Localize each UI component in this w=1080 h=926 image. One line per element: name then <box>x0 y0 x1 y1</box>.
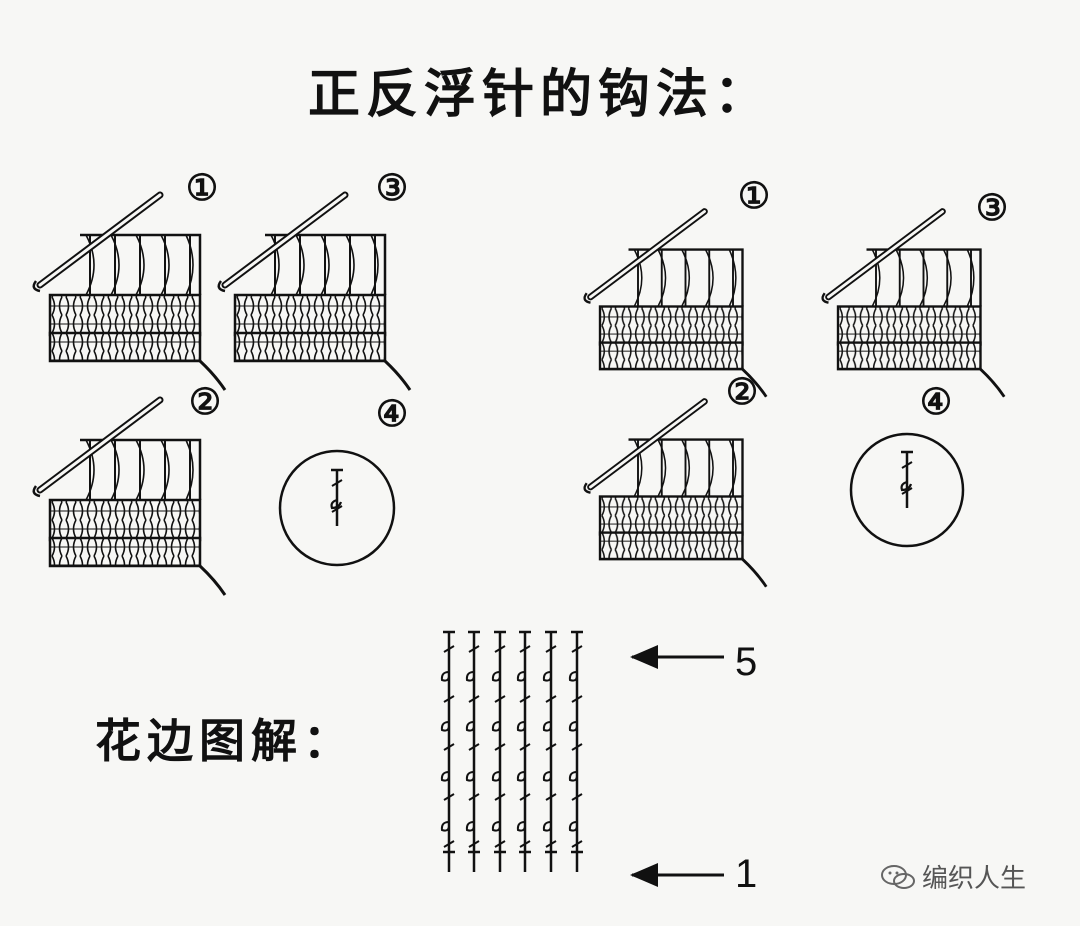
left-step-4-symbol-circle <box>278 449 396 567</box>
row-label-bottom: 1 <box>735 852 758 896</box>
right-step-1-badge: ① <box>737 175 771 216</box>
row-label-top: 5 <box>735 640 758 684</box>
watermark-text: 编织人生 <box>922 864 1027 894</box>
stitch-chart <box>440 630 585 874</box>
right-step-3-illustration <box>823 212 1005 397</box>
left-step-3-badge: ③ <box>375 167 409 208</box>
left-step-3-illustration <box>219 195 410 390</box>
left-step-2-badge: ② <box>188 381 222 422</box>
left-step-2-illustration <box>34 400 225 595</box>
watermark: 编织人生 <box>880 858 1026 895</box>
right-step-4-symbol-circle <box>849 432 965 548</box>
left-step-1-badge: ① <box>185 167 219 208</box>
row-1-arrow <box>630 863 724 887</box>
left-step-1-illustration <box>34 195 225 390</box>
right-step-2-illustration <box>585 402 767 587</box>
left-step-4-badge: ④ <box>375 393 409 434</box>
pattern-chart-label: 花边图解： <box>95 714 355 768</box>
right-step-2-badge: ② <box>725 371 759 412</box>
right-step-1-illustration <box>585 212 767 397</box>
row-5-arrow <box>630 645 724 669</box>
right-step-3-badge: ③ <box>975 187 1009 228</box>
page-title: 正反浮针的钩法： <box>307 65 772 125</box>
right-step-4-badge: ④ <box>919 381 953 422</box>
wechat-icon <box>881 864 915 889</box>
